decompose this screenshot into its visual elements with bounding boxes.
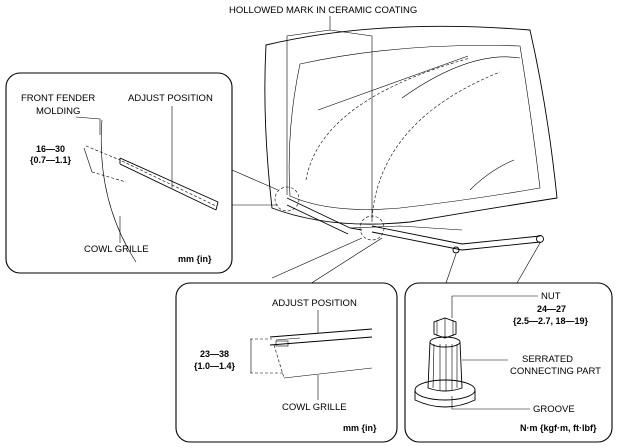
- windshield: [264, 25, 558, 225]
- center-dim-value: 23—38: [200, 349, 229, 359]
- center-cowl-grille-label: COWL GRILLE: [282, 402, 347, 413]
- left-dim-inch: {0.7—1.1}: [30, 155, 72, 165]
- left-detail-panel: FRONT FENDER MOLDING ADJUST POSITION 16—…: [5, 72, 233, 274]
- left-dim-value: 16—30: [36, 144, 65, 154]
- serrated-label-line2: CONNECTING PART: [510, 366, 601, 377]
- center-detail-panel: ADJUST POSITION 23—38 {1.0—1.4} COWL GRI…: [175, 282, 398, 443]
- center-dim-inch: {1.0—1.4}: [194, 361, 236, 371]
- serrated-pivot-icon: [414, 317, 476, 408]
- right-unit-label: N·m {kgf·m, ft·lbf}: [520, 423, 597, 433]
- panel-connectors: [231, 169, 541, 285]
- left-detail-marker: [274, 186, 300, 212]
- nut-torque-value: 24—27: [537, 304, 566, 314]
- nut-label: NUT: [541, 291, 561, 302]
- wiper-arms: [286, 197, 544, 254]
- left-adjust-position-label: ADJUST POSITION: [128, 93, 213, 104]
- left-cowl-grille-label: COWL GRILLE: [84, 244, 149, 255]
- center-adjust-position-label: ADJUST POSITION: [272, 298, 357, 309]
- serrated-label-line1: SERRATED: [522, 354, 573, 365]
- nut-torque-alt: {2.5—2.7, 18—19}: [513, 316, 589, 326]
- right-detail-panel: NUT 24—27 {2.5—2.7, 18—19} SERRATED CONN…: [404, 282, 613, 443]
- center-detail-marker: [359, 215, 385, 241]
- hollowed-mark-leader: [286, 16, 373, 222]
- front-fender-label: FRONT FENDER: [21, 93, 95, 104]
- groove-label: GROOVE: [533, 404, 575, 415]
- hollowed-mark-label: HOLLOWED MARK IN CERAMIC COATING: [229, 5, 417, 16]
- molding-label: MOLDING: [36, 106, 80, 117]
- left-unit-label: mm {in}: [178, 254, 212, 264]
- center-unit-label: mm {in}: [343, 423, 377, 433]
